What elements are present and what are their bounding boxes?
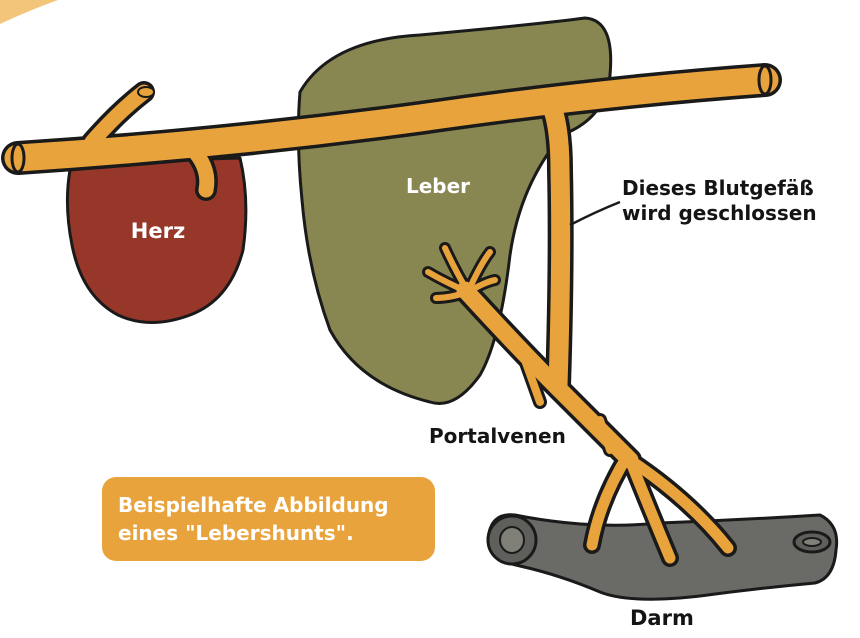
closed-vessel-pointer xyxy=(569,200,621,227)
intestine-right-inner xyxy=(802,537,822,547)
caption-text: Beispielhafte Abbildung eines "Lebershun… xyxy=(118,493,389,545)
heart-label: Herz xyxy=(130,219,186,243)
portal-veins-label: Portalvenen xyxy=(429,424,566,448)
caption-box: Beispielhafte Abbildung eines "Lebershun… xyxy=(102,477,435,561)
closed-vessel-label: Dieses Blutgefäß wird geschlossen xyxy=(622,176,817,225)
liver-label: Leber xyxy=(405,174,471,198)
vessel-system xyxy=(1,63,782,567)
corner-decoration xyxy=(0,0,58,24)
intestine-label: Darm xyxy=(630,606,694,630)
intestine-left-inner xyxy=(499,526,525,554)
